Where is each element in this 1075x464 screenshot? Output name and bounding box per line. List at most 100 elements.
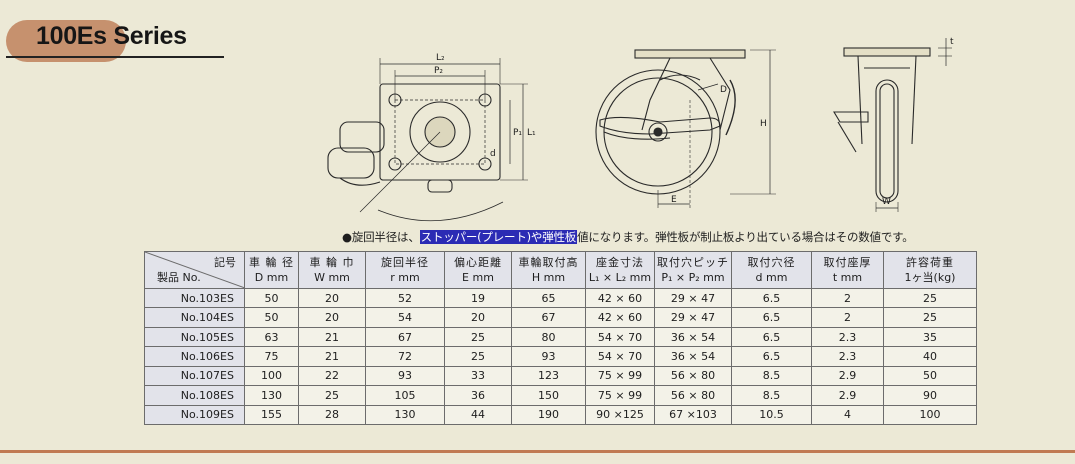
table-cell: 20: [298, 287, 366, 309]
table-cell: 36: [444, 385, 512, 406]
caster-side-view-drawing: D H E: [595, 49, 776, 208]
table-cell: 6.5: [731, 287, 812, 309]
table-cell: 25: [883, 307, 977, 328]
table-cell: 50: [244, 287, 299, 309]
table-cell: 28: [298, 404, 366, 426]
table-cell: 150: [511, 385, 586, 406]
table-cell: 21: [298, 346, 366, 367]
swivel-radius-note: ●旋回半径は、ストッパー(プレート)や弾性板値になります。弾性板が制止板より出て…: [342, 229, 914, 245]
table-cell: 25: [444, 346, 512, 367]
table-cell: 100: [883, 404, 977, 426]
title-underline: [6, 56, 224, 58]
table-cell: 42 × 60: [585, 307, 655, 328]
table-cell: 105: [365, 385, 445, 406]
table-cell: 93: [365, 365, 445, 387]
table-cell: 54: [365, 307, 445, 328]
table-cell: 35: [883, 326, 977, 348]
table-row: No.107ES 100 22 93 33 123 75 × 99 56 × 8…: [144, 365, 977, 387]
product-number-cell: No.107ES: [144, 365, 245, 387]
table-row: No.104ES 50 20 54 20 67 42 × 60 29 × 47 …: [144, 307, 977, 328]
table-cell: 155: [244, 404, 299, 426]
caster-front-view-drawing: t W: [833, 37, 954, 212]
page-title: 100Es Series: [36, 22, 187, 50]
corner-label-product: 製品 No.: [157, 271, 201, 284]
table-cell: 6.5: [731, 307, 812, 328]
dim-label-height: H: [760, 119, 767, 129]
table-cell: 20: [298, 307, 366, 328]
table-cell: 2.3: [811, 326, 884, 348]
table-cell: 54 × 70: [585, 326, 655, 348]
table-cell: 72: [365, 346, 445, 367]
table-cell: 56 × 80: [654, 385, 732, 406]
table-row: No.106ES 75 21 72 25 93 54 × 70 36 × 54 …: [144, 346, 977, 367]
dim-label-plate-thickness: t: [950, 37, 954, 47]
table-cell: 29 × 47: [654, 307, 732, 328]
table-row: No.108ES 130 25 105 36 150 75 × 99 56 × …: [144, 385, 977, 406]
table-cell: 63: [244, 326, 299, 348]
dim-label-l1: L₁: [527, 128, 536, 138]
table-cell: 6.5: [731, 326, 812, 348]
table-cell: 22: [298, 365, 366, 387]
table-cell: 40: [883, 346, 977, 367]
table-cell: 4: [811, 404, 884, 426]
table-cell: 90: [883, 385, 977, 406]
table-cell: 42 × 60: [585, 287, 655, 309]
dim-label-p2: P₂: [434, 66, 443, 76]
table-cell: 130: [365, 404, 445, 426]
dim-label-p1: P₁: [513, 128, 522, 138]
table-cell: 75 × 99: [585, 385, 655, 406]
table-cell: 90 ×125: [585, 404, 655, 426]
table-cell: 190: [511, 404, 586, 426]
table-cell: 2.9: [811, 365, 884, 387]
note-highlight: ストッパー(プレート)や弾性板: [419, 230, 578, 244]
dim-label-l2: L₂: [436, 53, 445, 63]
table-cell: 29 × 47: [654, 287, 732, 309]
table-cell: 123: [511, 365, 586, 387]
caster-top-view-drawing: L₂ P₂ P₁ L₁ d: [327, 53, 536, 222]
table-cell: 25: [883, 287, 977, 309]
bottom-divider: [0, 450, 1075, 453]
table-cell: 8.5: [731, 365, 812, 387]
table-cell: 20: [444, 307, 512, 328]
table-cell: 67: [511, 307, 586, 328]
table-cell: 36 × 54: [654, 346, 732, 367]
table-row: No.109ES 155 28 130 44 190 90 ×125 67 ×1…: [144, 404, 977, 426]
table-cell: 67: [365, 326, 445, 348]
table-cell: 54 × 70: [585, 346, 655, 367]
product-number-cell: No.104ES: [144, 307, 245, 328]
table-cell: 50: [244, 307, 299, 328]
product-number-cell: No.108ES: [144, 385, 245, 406]
table-cell: 52: [365, 287, 445, 309]
table-cell: 8.5: [731, 385, 812, 406]
table-cell: 33: [444, 365, 512, 387]
table-cell: 6.5: [731, 346, 812, 367]
table-cell: 65: [511, 287, 586, 309]
table-cell: 25: [298, 385, 366, 406]
product-number-cell: No.103ES: [144, 287, 245, 309]
table-row: No.103ES 50 20 52 19 65 42 × 60 29 × 47 …: [144, 287, 977, 309]
title-badge: [6, 20, 126, 62]
table-cell: 50: [883, 365, 977, 387]
dim-label-wheel-width: W: [882, 197, 891, 207]
table-cell: 93: [511, 346, 586, 367]
table-cell: 130: [244, 385, 299, 406]
table-cell: 44: [444, 404, 512, 426]
table-cell: 75: [244, 346, 299, 367]
table-row: No.105ES 63 21 67 25 80 54 × 70 36 × 54 …: [144, 326, 977, 348]
product-number-cell: No.105ES: [144, 326, 245, 348]
product-number-cell: No.106ES: [144, 346, 245, 367]
table-cell: 2.9: [811, 385, 884, 406]
table-cell: 2.3: [811, 346, 884, 367]
product-number-cell: No.109ES: [144, 404, 245, 426]
